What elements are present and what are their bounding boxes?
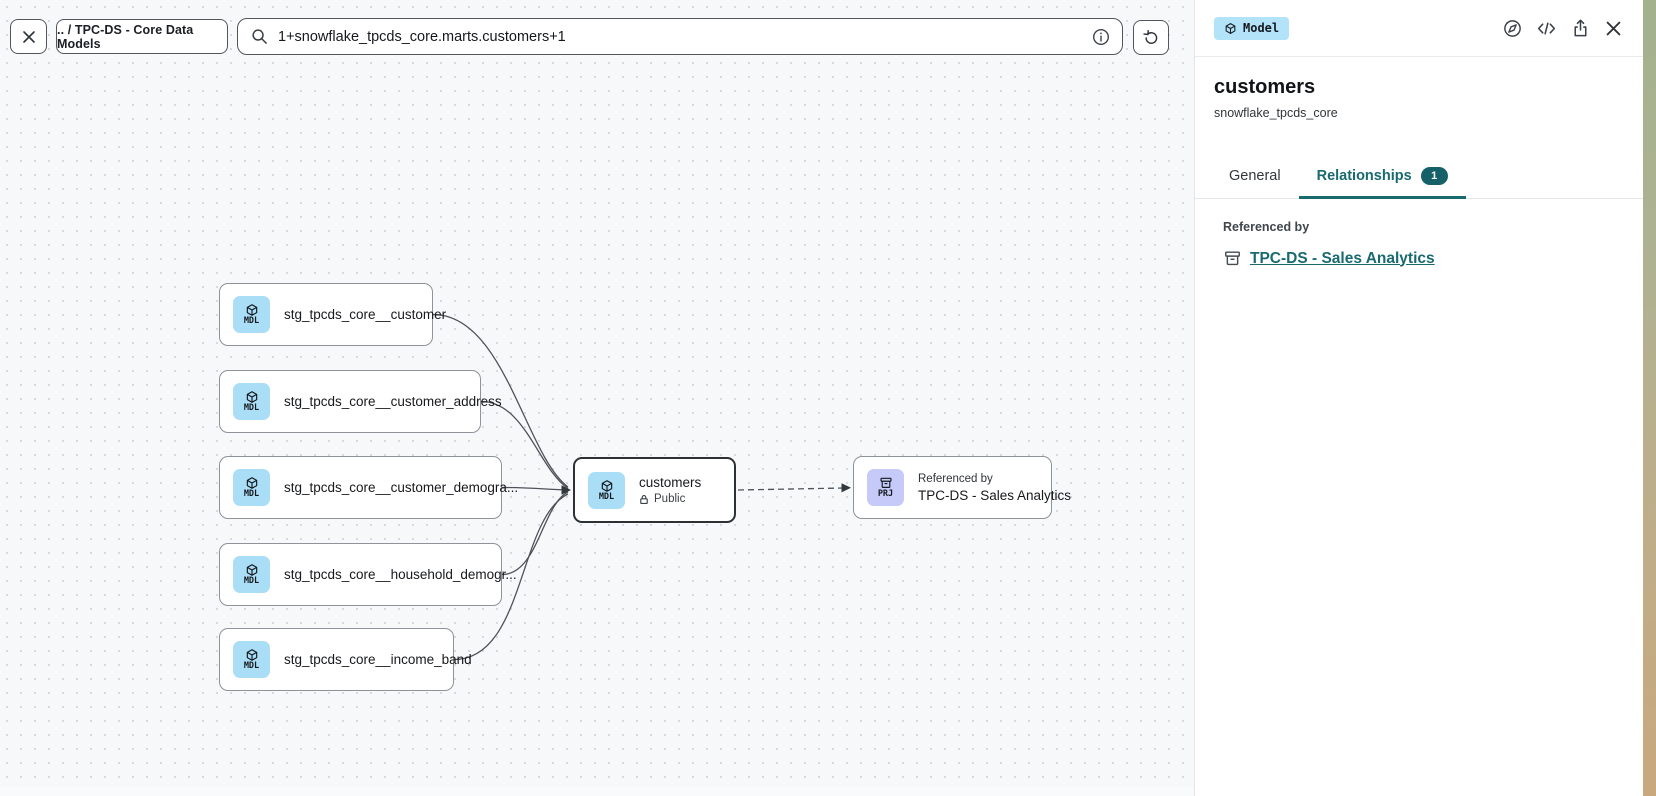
- refresh-icon: [1143, 29, 1158, 44]
- tab-relationships-label: Relationships: [1316, 168, 1412, 184]
- code-icon[interactable]: [1536, 18, 1557, 39]
- model-type-badge: Model: [1214, 16, 1290, 40]
- cube-icon: [246, 391, 257, 403]
- panel-title-block: customers snowflake_tpcds_core: [1195, 57, 1643, 120]
- breadcrumb[interactable]: .. / TPC-DS - Core Data Models: [56, 19, 228, 54]
- model-node-stg-customer[interactable]: MDL stg_tpcds_core__customer: [219, 283, 446, 346]
- node-type-tag: MDL: [243, 489, 260, 499]
- cube-icon: [1225, 22, 1236, 34]
- cube-icon: [246, 477, 257, 489]
- node-label: stg_tpcds_core__customer_demogra...: [284, 480, 519, 495]
- lock-icon: [640, 494, 648, 504]
- node-label: stg_tpcds_core__customer: [284, 307, 447, 322]
- cube-icon: [246, 564, 257, 576]
- model-icon: MDL: [233, 469, 270, 506]
- details-panel: Model customers snowflake_tpcds_core Gen…: [1194, 0, 1643, 796]
- lineage-canvas[interactable]: MDL stg_tpcds_core__customer MDL stg_tpc…: [0, 0, 1194, 796]
- node-label: stg_tpcds_core__household_demogr...: [284, 567, 517, 582]
- node-label: TPC-DS - Sales Analytics: [918, 487, 1072, 503]
- cube-icon: [246, 304, 257, 316]
- model-icon: MDL: [233, 641, 270, 678]
- schema-subtitle: snowflake_tpcds_core: [1214, 106, 1338, 120]
- model-node-stg-income-band[interactable]: MDL stg_tpcds_core__income_band: [219, 628, 472, 691]
- relationships-content: Referenced by TPC-DS - Sales Analytics: [1195, 199, 1643, 268]
- model-icon: MDL: [588, 471, 625, 509]
- lineage-edges: [432, 313, 851, 661]
- model-node-customers-selected[interactable]: MDL customers Public: [573, 457, 736, 523]
- panel-header: Model: [1195, 0, 1643, 57]
- node-type-tag: MDL: [243, 316, 260, 326]
- archive-box-icon: [1225, 251, 1240, 266]
- node-type-tag: MDL: [243, 576, 260, 586]
- project-icon: PRJ: [867, 469, 904, 506]
- search-input[interactable]: [278, 28, 1092, 45]
- tab-relationships[interactable]: Relationships 1: [1298, 154, 1466, 199]
- node-type-tag: PRJ: [877, 489, 894, 499]
- page-title: customers: [1214, 76, 1316, 98]
- canvas-bottom-edge: [0, 787, 1194, 796]
- node-label: customers: [639, 475, 702, 490]
- breadcrumb-label: .. / TPC-DS - Core Data Models: [57, 22, 194, 51]
- search-icon: [252, 29, 267, 44]
- model-node-stg-household-demographics[interactable]: MDL stg_tpcds_core__household_demogr...: [219, 543, 517, 606]
- node-type-tag: MDL: [243, 661, 260, 671]
- relationships-count-badge: 1: [1420, 167, 1448, 185]
- node-visibility-label: Public: [654, 493, 686, 505]
- compass-icon[interactable]: [1502, 18, 1523, 39]
- model-icon: MDL: [233, 556, 270, 593]
- cube-icon: [601, 479, 612, 492]
- panel-tabs: General Relationships 1: [1195, 154, 1643, 199]
- node-type-tag: MDL: [598, 491, 615, 502]
- lineage-search-bar[interactable]: [237, 18, 1123, 55]
- close-graph-button[interactable]: [10, 19, 47, 54]
- desktop-wallpaper-strip: [1643, 0, 1656, 796]
- close-icon: [22, 30, 35, 43]
- referenced-by-label: Referenced by: [1223, 220, 1310, 234]
- node-kicker: Referenced by: [918, 472, 993, 485]
- info-icon[interactable]: [1092, 28, 1110, 46]
- archive-box-icon: [879, 477, 892, 488]
- model-icon: MDL: [233, 296, 270, 333]
- share-icon[interactable]: [1570, 18, 1591, 39]
- model-node-stg-customer-address[interactable]: MDL stg_tpcds_core__customer_address: [219, 370, 502, 433]
- model-type-label: Model: [1243, 21, 1280, 35]
- model-icon: MDL: [233, 383, 270, 420]
- close-icon[interactable]: [1604, 19, 1623, 38]
- cube-icon: [246, 649, 257, 661]
- refresh-button[interactable]: [1133, 20, 1169, 55]
- tab-general-label: General: [1229, 168, 1281, 184]
- node-label: stg_tpcds_core__income_band: [284, 652, 472, 667]
- project-node-sales-analytics[interactable]: PRJ Referenced by TPC-DS - Sales Analyti…: [853, 456, 1071, 519]
- node-type-tag: MDL: [243, 403, 260, 413]
- reference-link-row[interactable]: TPC-DS - Sales Analytics: [1223, 249, 1615, 268]
- project-reference-link[interactable]: TPC-DS - Sales Analytics: [1250, 249, 1435, 267]
- node-label: stg_tpcds_core__customer_address: [284, 394, 502, 409]
- tab-general[interactable]: General: [1211, 154, 1299, 198]
- model-node-stg-customer-demographics[interactable]: MDL stg_tpcds_core__customer_demogra...: [219, 456, 518, 519]
